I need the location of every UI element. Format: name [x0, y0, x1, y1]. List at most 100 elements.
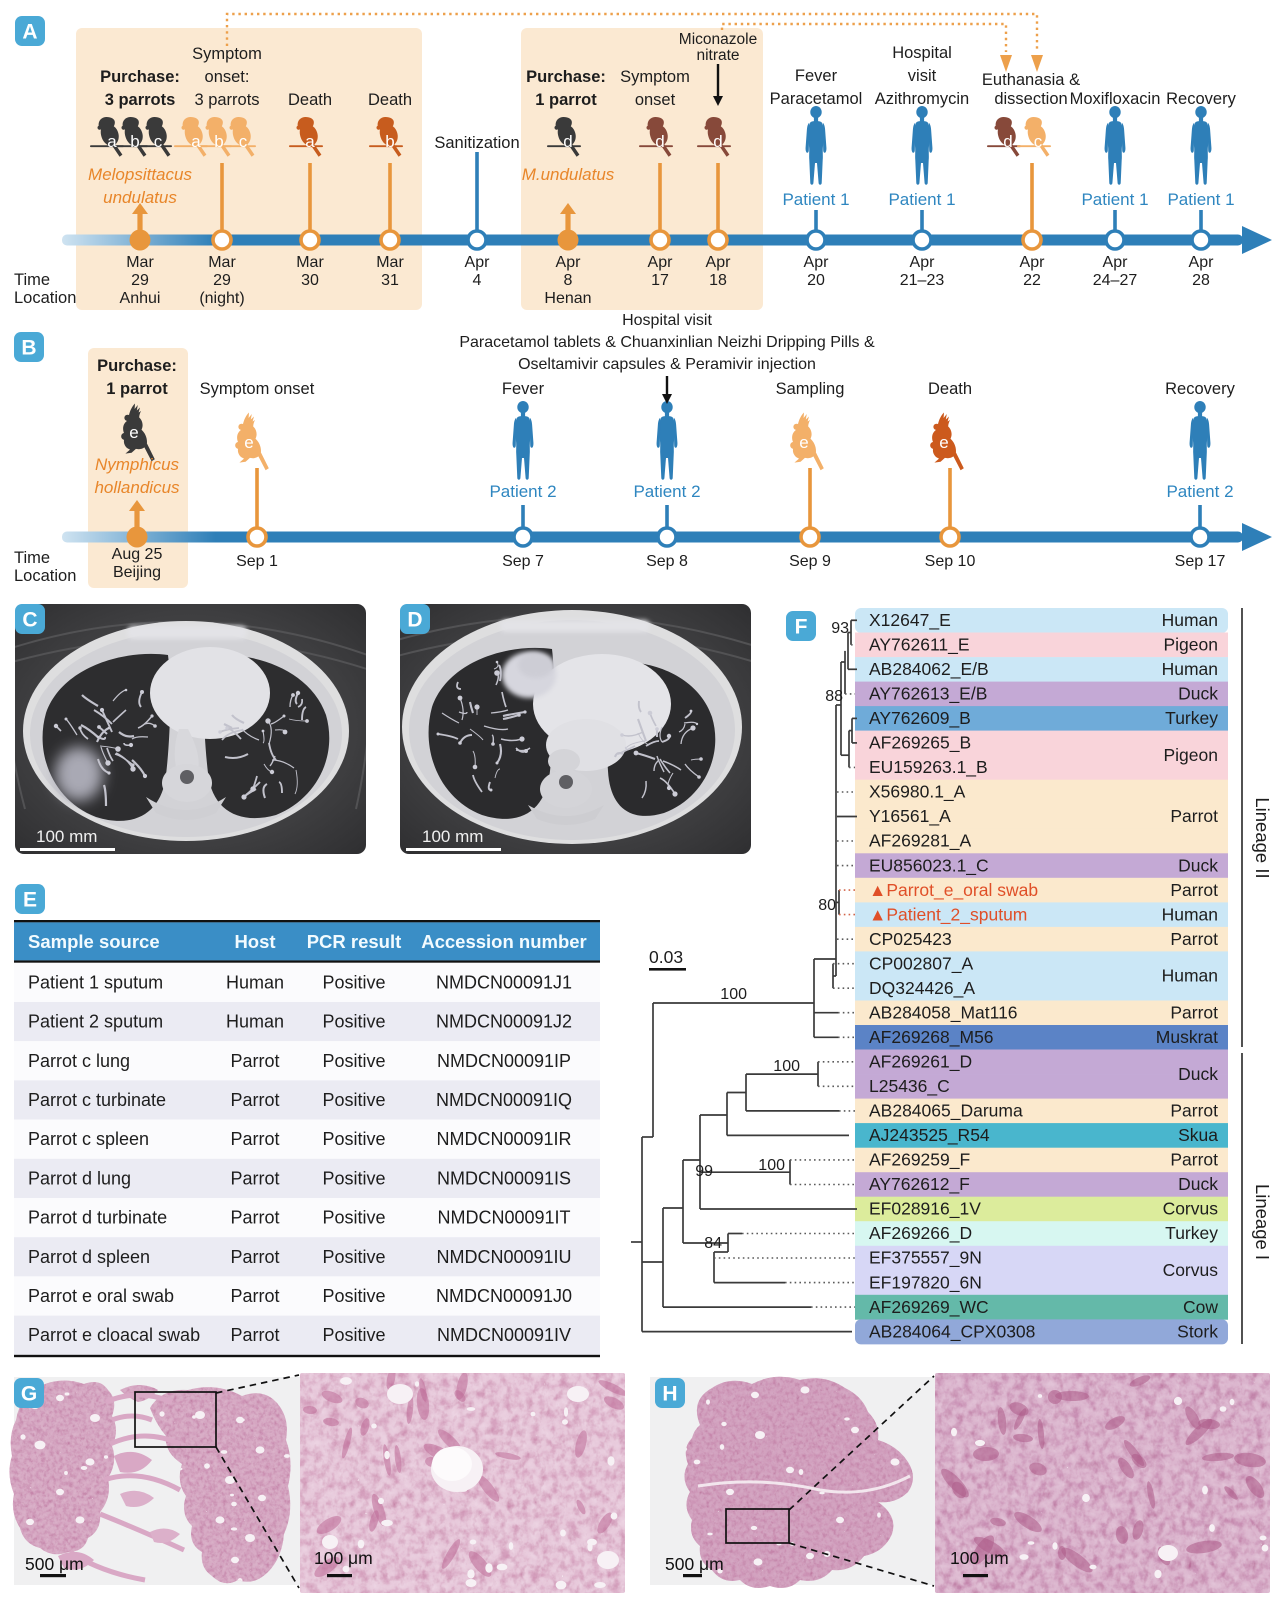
- svg-text:NMDCN00091J0: NMDCN00091J0: [436, 1286, 572, 1306]
- svg-text:28: 28: [1192, 272, 1210, 289]
- svg-text:d: d: [1003, 132, 1012, 151]
- svg-text:Apr: Apr: [1103, 254, 1129, 271]
- svg-text:Sampling: Sampling: [776, 380, 845, 398]
- svg-text:Parrot: Parrot: [230, 1051, 279, 1071]
- svg-text:Parrot: Parrot: [230, 1168, 279, 1188]
- svg-text:b: b: [130, 132, 139, 151]
- svg-text:G: G: [21, 1383, 37, 1406]
- svg-text:Patient 2: Patient 2: [1166, 482, 1233, 501]
- svg-text:a: a: [191, 132, 201, 151]
- svg-text:d: d: [563, 132, 572, 151]
- svg-text:Time: Time: [14, 271, 50, 289]
- svg-text:Human: Human: [226, 1012, 284, 1032]
- svg-text:3 parrots: 3 parrots: [194, 91, 259, 109]
- svg-text:M.undulatus: M.undulatus: [522, 165, 615, 184]
- svg-text:Positive: Positive: [322, 1051, 385, 1071]
- svg-text:visit: visit: [908, 67, 937, 85]
- svg-text:AY762611_E: AY762611_E: [869, 635, 970, 656]
- svg-text:AF269269_WC: AF269269_WC: [869, 1297, 989, 1318]
- svg-text:Mar: Mar: [126, 254, 154, 271]
- svg-text:Positive: Positive: [322, 1247, 385, 1267]
- svg-text:Accession number: Accession number: [421, 931, 587, 952]
- svg-text:E: E: [23, 889, 37, 912]
- svg-text:Recovery: Recovery: [1165, 380, 1235, 398]
- svg-text:Death: Death: [288, 91, 332, 109]
- svg-text:onset: onset: [635, 91, 676, 109]
- svg-text:e: e: [244, 433, 253, 452]
- svg-text:Stork: Stork: [1177, 1321, 1218, 1341]
- svg-text:Parrot: Parrot: [230, 1208, 279, 1228]
- svg-text:c: c: [154, 132, 163, 151]
- svg-text:Human: Human: [1162, 904, 1218, 924]
- svg-text:AF269265_B: AF269265_B: [869, 733, 971, 754]
- svg-text:Apr: Apr: [706, 254, 732, 271]
- svg-text:Host: Host: [234, 931, 275, 952]
- svg-text:e: e: [129, 423, 138, 442]
- svg-text:Parrot: Parrot: [1170, 1101, 1218, 1121]
- svg-text:NMDCN00091IQ: NMDCN00091IQ: [436, 1090, 572, 1110]
- svg-text:NMDCN00091J1: NMDCN00091J1: [436, 972, 572, 992]
- svg-text:Human: Human: [1162, 610, 1218, 630]
- svg-text:Parrot e cloacal swab: Parrot e cloacal swab: [28, 1325, 200, 1345]
- svg-text:Henan: Henan: [544, 290, 591, 307]
- svg-text:B: B: [21, 337, 36, 360]
- svg-text:21–23: 21–23: [900, 272, 945, 289]
- svg-text:Paracetamol tablets & Chuanxin: Paracetamol tablets & Chuanxinlian Neizh…: [459, 334, 875, 351]
- svg-text:500 μm: 500 μm: [665, 1554, 724, 1574]
- svg-text:AB284058_Mat116: AB284058_Mat116: [869, 1002, 1018, 1023]
- svg-text:Positive: Positive: [322, 972, 385, 992]
- svg-text:Fever: Fever: [502, 380, 545, 398]
- svg-text:DQ324426_A: DQ324426_A: [869, 978, 975, 999]
- svg-text:Positive: Positive: [322, 1286, 385, 1306]
- svg-text:NMDCN00091IU: NMDCN00091IU: [436, 1247, 571, 1267]
- svg-text:NMDCN00091J2: NMDCN00091J2: [436, 1012, 572, 1032]
- svg-text:c: c: [239, 132, 248, 151]
- svg-text:31: 31: [381, 272, 399, 289]
- svg-text:Human: Human: [226, 972, 284, 992]
- svg-text:Apr: Apr: [1020, 254, 1046, 271]
- svg-text:Muskrat: Muskrat: [1156, 1027, 1218, 1047]
- svg-text:29: 29: [213, 272, 231, 289]
- svg-text:Pigeon: Pigeon: [1164, 745, 1219, 765]
- svg-text:Parrot: Parrot: [230, 1286, 279, 1306]
- svg-text:a: a: [305, 132, 315, 151]
- svg-text:Sep 9: Sep 9: [789, 553, 831, 570]
- svg-text:100 mm: 100 mm: [422, 827, 483, 846]
- svg-text:NMDCN00091IP: NMDCN00091IP: [437, 1051, 571, 1071]
- svg-text:Parrot: Parrot: [1170, 1002, 1218, 1022]
- svg-text:18: 18: [709, 272, 727, 289]
- svg-text:Symptom: Symptom: [620, 68, 690, 86]
- svg-text:24–27: 24–27: [1093, 272, 1138, 289]
- svg-text:A: A: [22, 21, 37, 44]
- svg-text:Oseltamivir capsules & Peramiv: Oseltamivir capsules & Peramivir injecti…: [518, 356, 816, 373]
- svg-text:AF269268_M56: AF269268_M56: [869, 1027, 994, 1048]
- svg-text:1 parrot: 1 parrot: [535, 91, 597, 109]
- svg-text:Apr: Apr: [648, 254, 674, 271]
- svg-text:Human: Human: [1162, 966, 1218, 986]
- svg-text:D: D: [407, 609, 422, 632]
- svg-text:Mar: Mar: [296, 254, 324, 271]
- svg-text:EU159263.1_B: EU159263.1_B: [869, 757, 988, 778]
- svg-text:onset:: onset:: [205, 68, 250, 86]
- svg-text:AY762612_F: AY762612_F: [869, 1174, 970, 1195]
- svg-text:Patient 1: Patient 1: [1081, 190, 1148, 209]
- svg-text:AY762613_E/B: AY762613_E/B: [869, 684, 987, 705]
- svg-text:Death: Death: [928, 380, 972, 398]
- svg-text:22: 22: [1023, 272, 1041, 289]
- svg-text:Parrot c lung: Parrot c lung: [28, 1051, 130, 1071]
- svg-text:Paracetamol: Paracetamol: [770, 90, 863, 108]
- svg-text:AF269281_A: AF269281_A: [869, 831, 971, 852]
- svg-text:AF269259_F: AF269259_F: [869, 1150, 970, 1171]
- svg-text:Parrot e oral swab: Parrot e oral swab: [28, 1286, 174, 1306]
- svg-text:100 μm: 100 μm: [314, 1548, 373, 1568]
- svg-text:Duck: Duck: [1178, 1174, 1218, 1194]
- svg-text:Melopsittacus: Melopsittacus: [88, 165, 192, 184]
- svg-text:a: a: [107, 132, 117, 151]
- svg-text:L25436_C: L25436_C: [869, 1076, 950, 1097]
- svg-text:Parrot c spleen: Parrot c spleen: [28, 1129, 149, 1149]
- svg-text:Sep 7: Sep 7: [502, 553, 544, 570]
- svg-text:Apr: Apr: [910, 254, 936, 271]
- svg-text:Death: Death: [368, 91, 412, 109]
- svg-text:EF028916_1V: EF028916_1V: [869, 1199, 981, 1220]
- svg-text:Mar: Mar: [208, 254, 236, 271]
